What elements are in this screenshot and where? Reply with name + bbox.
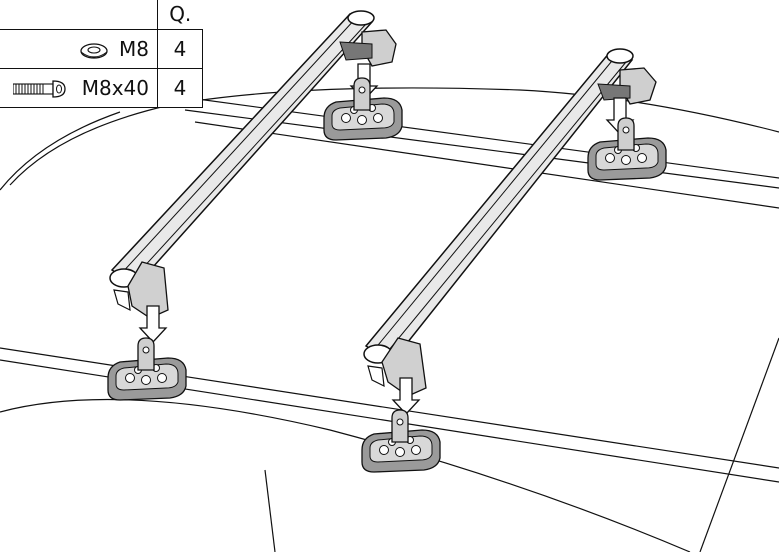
foot-pad-front-right <box>361 409 441 473</box>
foot-pad-rear-right <box>587 117 667 181</box>
bolt-icon <box>13 80 67 98</box>
header-qty: Q. <box>157 0 203 30</box>
part-qty: 4 <box>157 29 203 69</box>
washer-icon <box>80 42 108 59</box>
foot-pad-rear-left <box>323 77 403 141</box>
header-part-cell <box>0 0 158 30</box>
part-cell: M8x40 <box>0 68 158 108</box>
part-name: M8x40 <box>81 75 149 100</box>
parts-table-header: Q. <box>0 0 203 30</box>
foot-pad-front-left <box>107 337 187 401</box>
table-row: M8x40 4 <box>0 68 203 108</box>
crossbar-right <box>363 48 657 397</box>
parts-table: Q. M8 4 <box>0 0 203 108</box>
part-cell: M8 <box>0 29 158 69</box>
part-name: M8 <box>119 37 149 61</box>
part-qty: 4 <box>157 68 203 108</box>
crossbar-left <box>109 10 397 319</box>
table-row: M8 4 <box>0 29 203 69</box>
